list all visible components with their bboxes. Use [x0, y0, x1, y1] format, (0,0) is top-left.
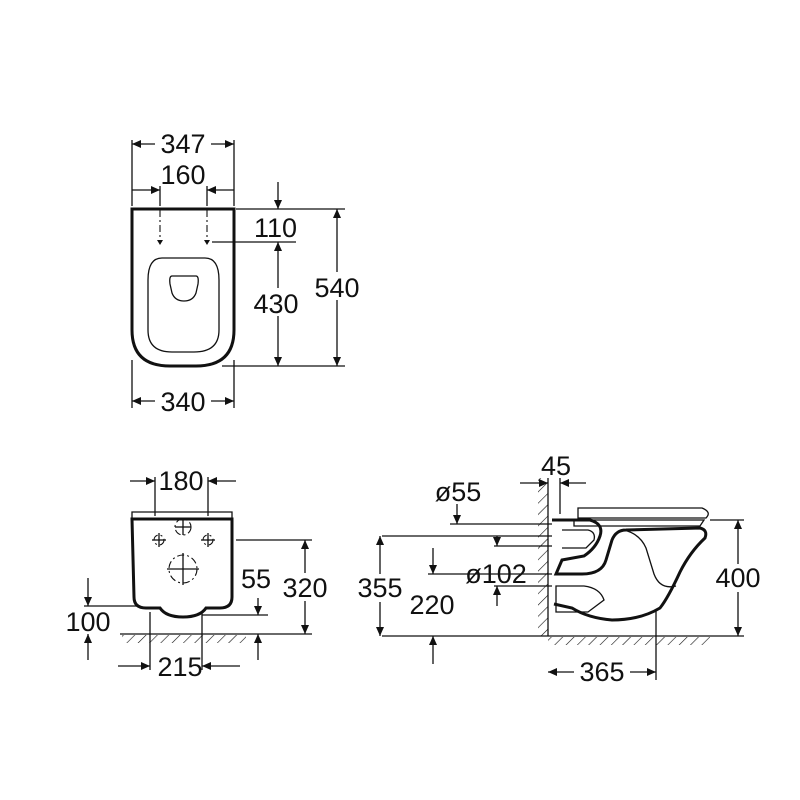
side-projection-label: 365	[579, 657, 624, 687]
side-inlet	[562, 529, 596, 549]
top-bottom-width-label: 340	[160, 387, 205, 417]
side-inlet-height-label: 355	[357, 573, 402, 603]
top-fixing-offset-label: 110	[254, 213, 297, 243]
front-view-seat	[131, 511, 233, 520]
side-outlet	[555, 585, 605, 613]
side-view: 45 ø55 ø102 355 220 400 365	[352, 451, 766, 687]
side-outlet-height-label: 220	[409, 590, 454, 620]
front-fixing-height-label: 55	[241, 564, 271, 594]
top-fixing-to-front-label: 430	[253, 289, 298, 319]
side-bowl-outline	[552, 518, 708, 622]
side-wall-hatch	[538, 478, 548, 636]
front-width-label: 215	[157, 652, 202, 682]
top-view-bowl-outline	[130, 207, 236, 368]
front-view: 180 55 320 100 215	[65, 466, 334, 682]
top-overall-length-label: 540	[314, 273, 359, 303]
front-view-body-outline	[130, 517, 234, 619]
side-wall-offset-label: 45	[541, 451, 571, 481]
side-inlet-diameter-label: ø55	[435, 477, 482, 507]
top-overall-width-label: 347	[160, 129, 205, 159]
side-floor-hatch	[548, 637, 710, 645]
side-trap	[623, 529, 677, 588]
top-view: 347 160 110 430 540 340	[130, 129, 365, 417]
front-floor-hatch	[122, 635, 246, 643]
top-view-drain-hole	[169, 275, 199, 302]
side-lid	[577, 507, 709, 519]
side-outlet-diameter-label: ø102	[465, 559, 527, 589]
front-total-height-label: 320	[282, 573, 327, 603]
fixing-point-right	[204, 240, 210, 245]
front-fixing-holes	[152, 518, 215, 585]
front-fixing-spacing-label: 180	[158, 466, 203, 496]
side-rim-height-label: 400	[715, 563, 760, 593]
top-view-seat-opening	[147, 257, 220, 353]
front-bottom-height-label: 100	[65, 607, 110, 637]
side-seat	[573, 519, 706, 527]
top-fixing-spacing-label: 160	[160, 160, 205, 190]
fixing-point-left	[157, 240, 163, 245]
